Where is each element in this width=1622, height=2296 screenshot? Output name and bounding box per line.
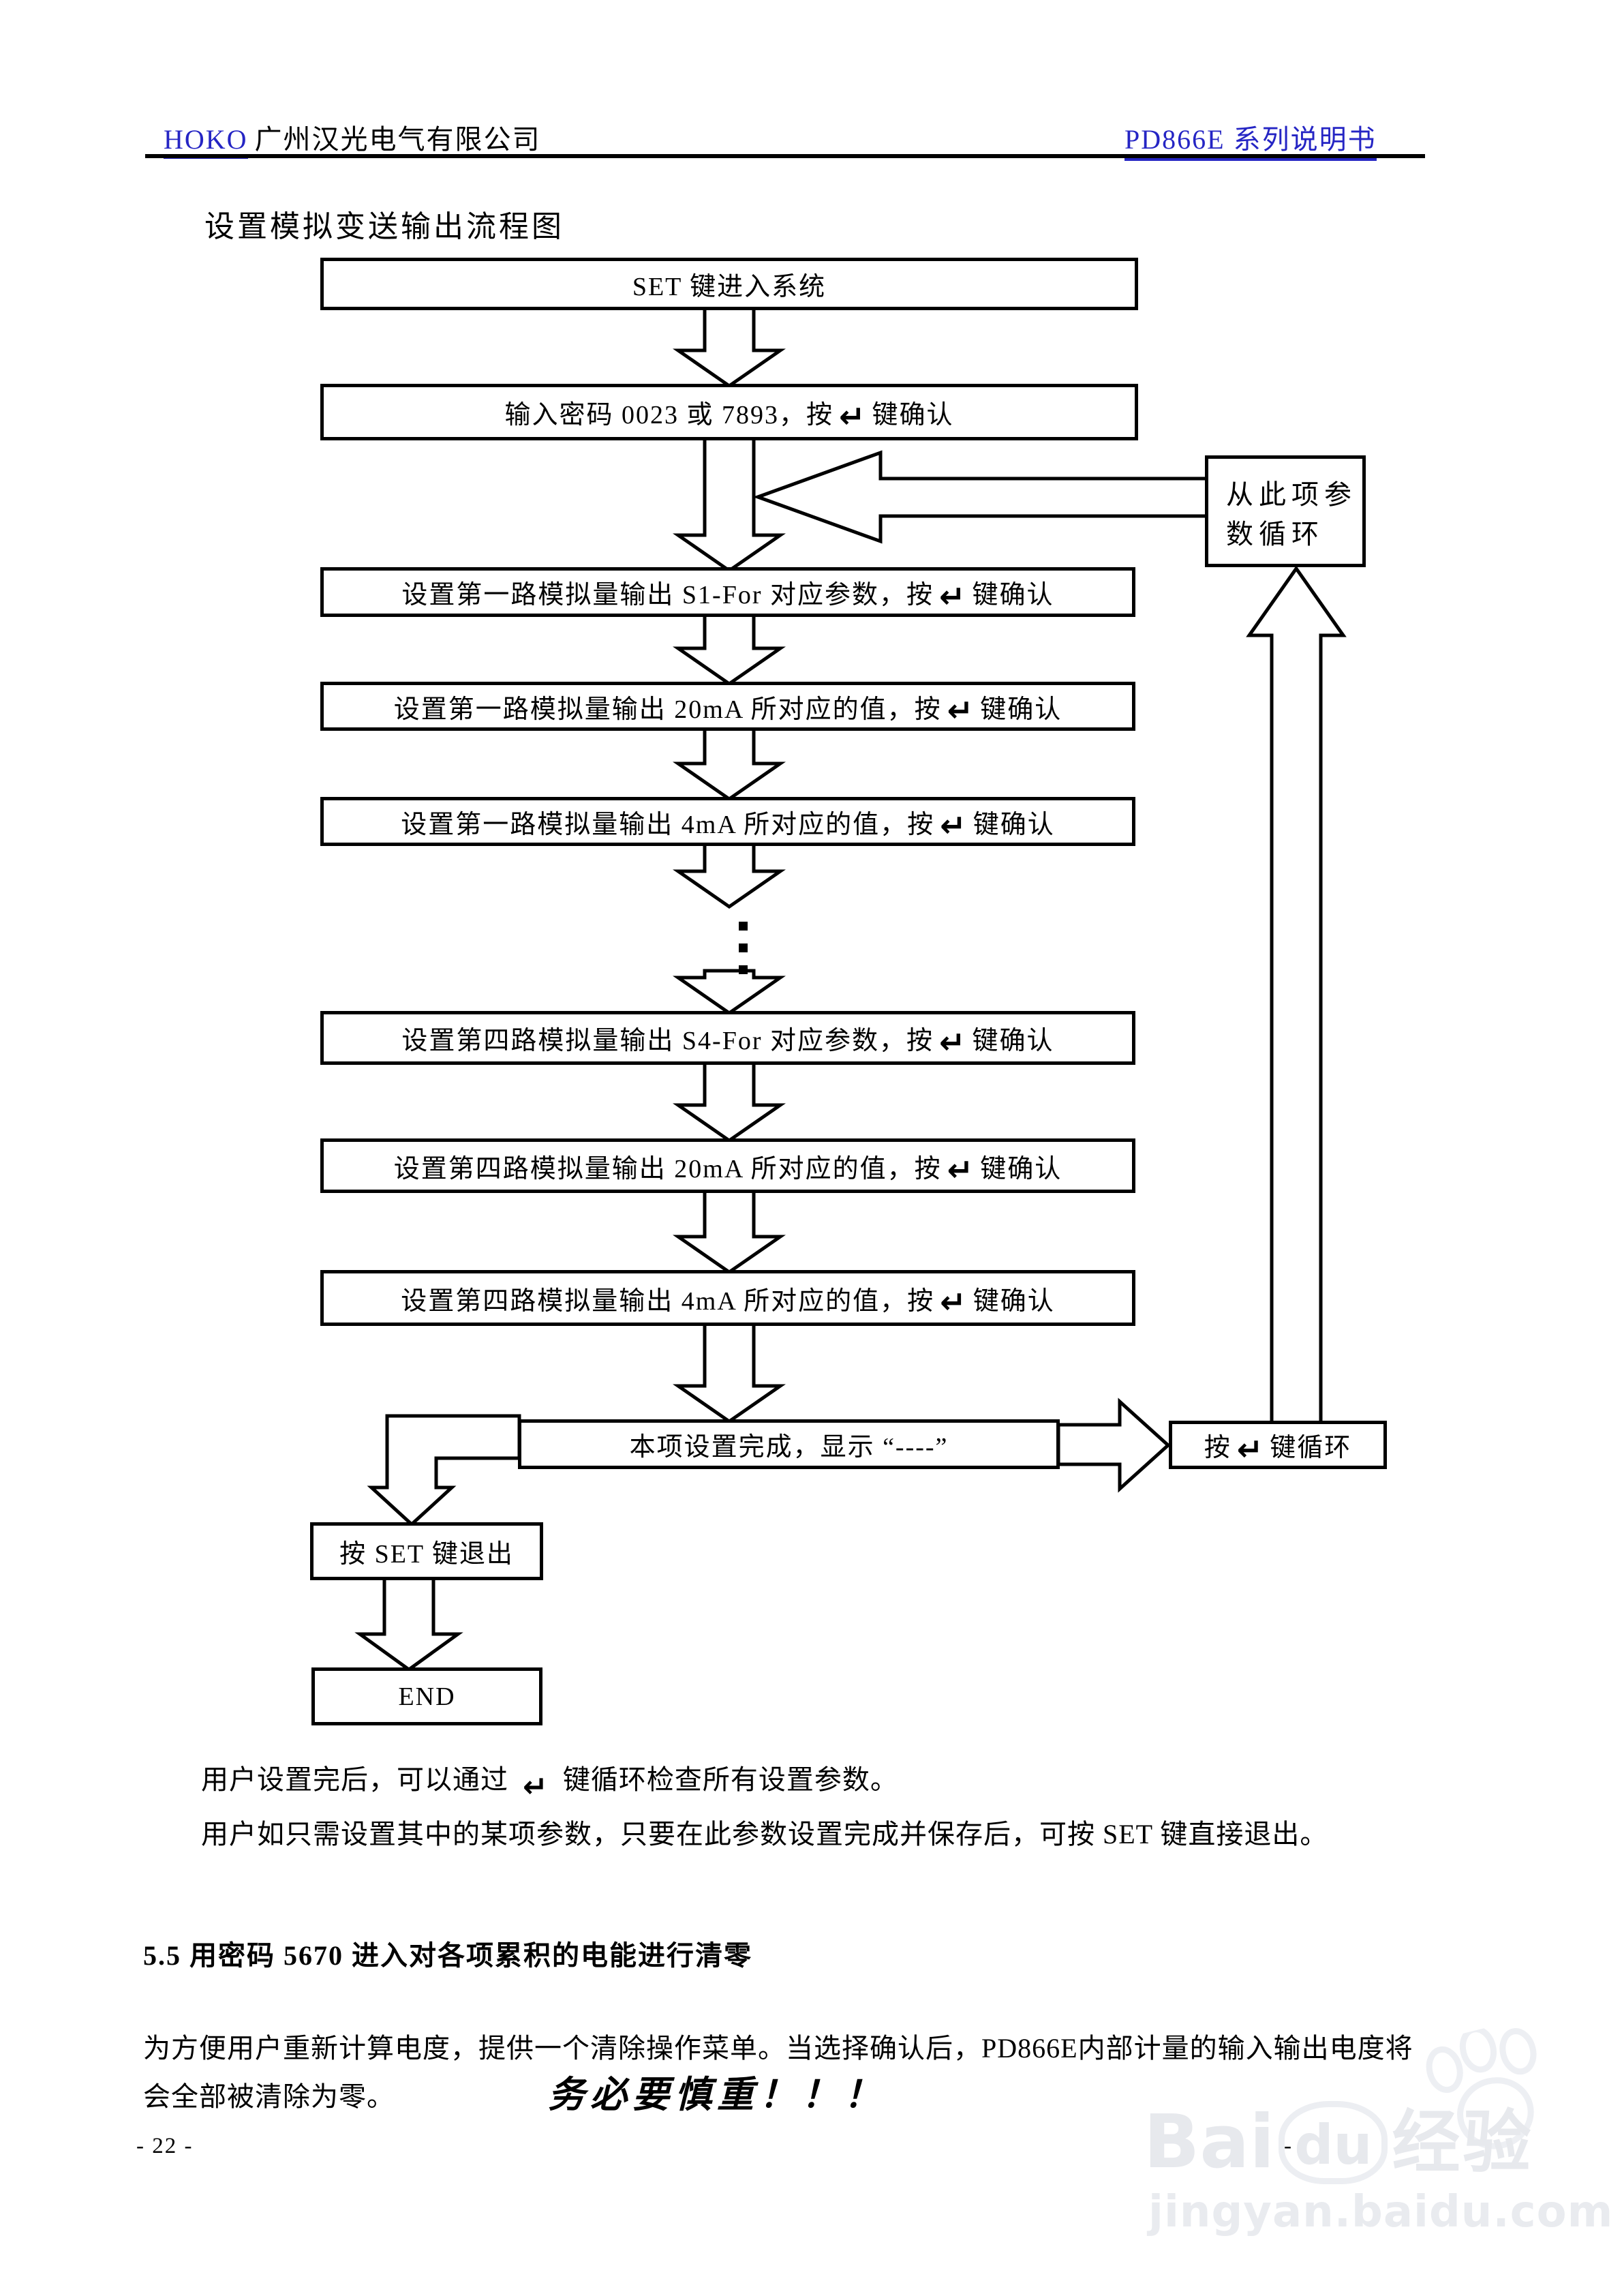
- box-text: 从此项参数循环: [1226, 479, 1357, 549]
- arrow-right-loop: [1056, 1398, 1171, 1493]
- flow-box-ch4-20ma: 设置第四路模拟量输出 20mA 所对应的值，按 ↵ 键确认: [320, 1138, 1135, 1193]
- flowchart-title: 设置模拟变送输出流程图: [204, 210, 564, 243]
- watermark-brand-suffix: 经验: [1392, 2102, 1534, 2182]
- header-company-name: 广州汉光电气有限公司: [254, 124, 541, 155]
- enter-key-icon: ↵: [939, 1023, 967, 1061]
- enter-key-icon: ↵: [523, 1770, 549, 1804]
- note-text: 用户设置完后，可以通过: [201, 1764, 508, 1795]
- watermark-paw-du: du: [1279, 2101, 1388, 2184]
- arrow-down-end: [354, 1574, 463, 1672]
- flow-box-press-set-exit: 按 SET 键退出: [310, 1522, 543, 1580]
- enter-key-icon: ↵: [838, 397, 867, 435]
- arrow-down-9: [673, 1320, 786, 1424]
- box-text: 键确认: [973, 1286, 1055, 1316]
- box-text: 按 SET 键退出: [339, 1540, 514, 1569]
- paragraph-text: 会全部被清除为零。: [143, 2081, 395, 2112]
- enter-key-icon: ↵: [947, 692, 975, 729]
- flow-box-ch1-20ma: 设置第一路模拟量输出 20mA 所对应的值，按 ↵ 键确认: [320, 682, 1135, 731]
- header-brand: HOKO: [164, 124, 248, 159]
- box-text: 设置第四路模拟量输出 4mA 所对应的值，按: [401, 1286, 935, 1316]
- box-text: 按: [1204, 1434, 1231, 1462]
- flow-box-s1-for: 设置第一路模拟量输出 S1-For 对应参数，按 ↵ 键确认: [320, 567, 1135, 617]
- arrow-up-cycle: [1246, 565, 1347, 1425]
- flow-box-cycle-from-param: 从此项参数循环: [1205, 455, 1366, 567]
- flow-box-end: END: [311, 1667, 542, 1725]
- flow-box-setting-done: 本项设置完成，显示 “----”: [518, 1419, 1060, 1469]
- arrow-bent-to-exit: [367, 1414, 521, 1527]
- box-text: 键确认: [972, 581, 1054, 609]
- box-text: 设置第一路模拟量输出 4mA 所对应的值，按: [401, 810, 935, 839]
- watermark-brand-text: Bai: [1144, 2100, 1275, 2185]
- arrow-down-7: [673, 1059, 786, 1143]
- arrow-down-5: [673, 840, 786, 909]
- note-line-2: 用户如只需设置其中的某项参数，只要在此参数设置完成并保存后，可按 SET 键直接…: [201, 1819, 1328, 1849]
- box-text: 输入密码 0023 或 7893，按: [504, 401, 833, 429]
- arrow-down-8: [673, 1187, 786, 1275]
- watermark-url: jingyan.baidu.com: [1148, 2187, 1614, 2237]
- arrow-down-3: [673, 611, 786, 686]
- header-rule: [145, 154, 1425, 158]
- warning-text: 务必要慎重！！！: [548, 2074, 886, 2115]
- arrow-down-4: [673, 725, 786, 802]
- enter-key-icon: ↵: [1236, 1430, 1265, 1468]
- box-text: 键确认: [980, 1154, 1062, 1183]
- flow-box-s4-for: 设置第四路模拟量输出 S4-For 对应参数，按 ↵ 键确认: [320, 1011, 1135, 1065]
- flow-box-ch1-4ma: 设置第一路模拟量输出 4mA 所对应的值，按 ↵ 键确认: [320, 797, 1135, 846]
- arrow-down-1: [673, 305, 786, 389]
- flow-box-ch4-4ma: 设置第四路模拟量输出 4mA 所对应的值，按 ↵ 键确认: [320, 1270, 1135, 1326]
- enter-key-icon: ↵: [939, 577, 967, 615]
- ellipsis-dot: [739, 943, 748, 952]
- section-paragraph-line2: 会全部被清除为零。 务必要慎重！！！: [143, 2063, 886, 2117]
- arrow-down-2: [673, 434, 786, 573]
- arrow-left-from-cycle: [752, 450, 1210, 544]
- enter-key-icon: ↵: [947, 1151, 975, 1188]
- enter-key-icon: ↵: [940, 807, 968, 844]
- flow-box-set-enter: SET 键进入系统: [320, 258, 1138, 310]
- header-doc-title: PD866E 系列说明书: [1124, 117, 1377, 161]
- arrow-down-6: [673, 969, 786, 1016]
- box-text: 键确认: [973, 810, 1055, 839]
- box-text: 设置第四路模拟量输出 20mA 所对应的值，按: [393, 1154, 942, 1183]
- note-line-1: 用户设置完后，可以通过 ↵ 键循环检查所有设置参数。: [201, 1757, 898, 1802]
- box-text: 设置第一路模拟量输出 S1-For 对应参数，按: [401, 581, 934, 609]
- flow-box-press-enter-cycle: 按 ↵ 键循环: [1169, 1421, 1387, 1469]
- box-text: 设置第四路模拟量输出 S4-For 对应参数，按: [401, 1027, 934, 1055]
- box-text: 本项设置完成，显示 “----”: [629, 1433, 949, 1462]
- box-text: 键确认: [872, 401, 954, 429]
- flow-box-password: 输入密码 0023 或 7893，按 ↵ 键确认: [320, 384, 1138, 440]
- footer-dash: -: [1284, 2134, 1291, 2158]
- enter-key-icon: ↵: [940, 1284, 968, 1320]
- box-text: SET 键进入系统: [632, 273, 827, 301]
- box-text: END: [398, 1682, 456, 1711]
- ellipsis-dot: [739, 965, 748, 974]
- box-text: 键循环: [1270, 1434, 1352, 1462]
- box-text: 设置第一路模拟量输出 20mA 所对应的值，按: [393, 695, 942, 724]
- box-text: 键确认: [980, 695, 1062, 724]
- note-text: 键循环检查所有设置参数。: [562, 1764, 898, 1795]
- section-heading: 5.5 用密码 5670 进入对各项累积的电能进行清零: [143, 1940, 752, 1971]
- section-paragraph-line1: 为方便用户重新计算电度，提供一个清除操作菜单。当选择确认后，PD866E内部计量…: [143, 2033, 1413, 2064]
- page-number: - 22 -: [136, 2134, 194, 2158]
- box-text: 键确认: [972, 1027, 1054, 1055]
- baidu-watermark-logo: Bai du 经验: [1144, 2101, 1533, 2184]
- ellipsis-dot: [739, 922, 748, 931]
